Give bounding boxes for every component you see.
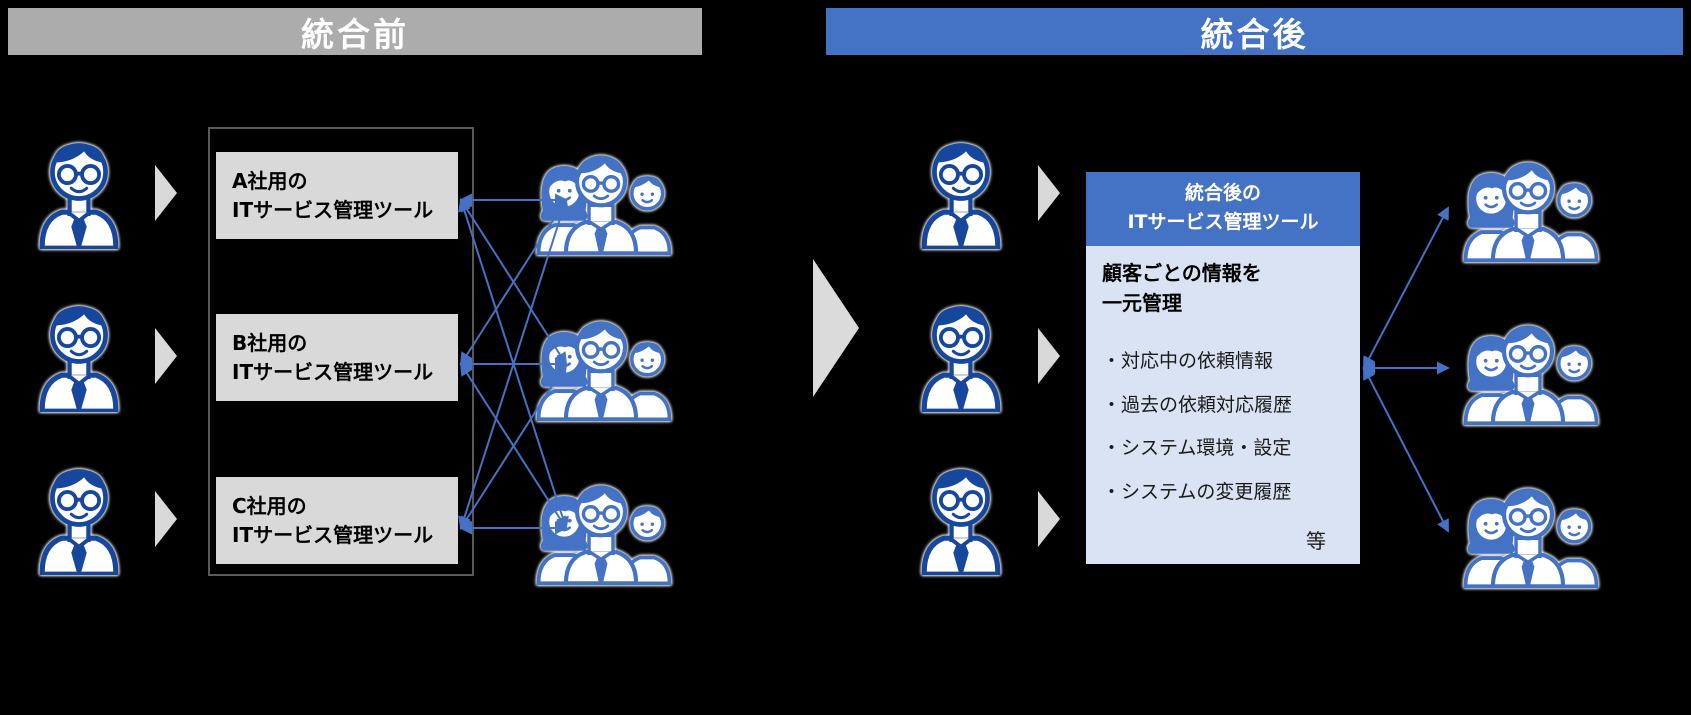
customer-group-icon [1455,312,1601,425]
customer-group-icon [528,308,674,421]
bullet-item: ・システム環境・設定 [1102,437,1292,460]
gray-right-triangle-arrow [1038,491,1060,547]
businessman-with-glasses-icon [36,299,122,412]
gray-right-triangle-arrow [155,491,177,547]
tool-box-company-b: B社用の ITサービス管理ツール [216,314,458,401]
customer-group-icon [1455,475,1601,588]
unified-tool-box-title: 統合後の ITサービス管理ツール [1086,172,1360,246]
unified-heading-line2: 一元管理 [1102,290,1182,315]
unified-heading-line1: 顧客ごとの情報を [1102,260,1262,285]
unified-bullet-list: ・対応中の依頼情報 ・過去の依頼対応履歴 ・システム環境・設定 ・システムの変更… [1102,350,1348,504]
tool-box-company-a: A社用の ITサービス管理ツール [216,152,458,239]
unified-heading: 顧客ごとの情報を 一元管理 [1102,258,1348,318]
bullet-item: ・対応中の依頼情報 [1102,349,1274,372]
customer-group-icon [528,142,674,255]
tool-box-label-line2: ITサービス管理ツール [232,197,434,222]
customer-group-icon [1455,149,1601,262]
etc-label: 等 [1306,529,1326,554]
tool-box-company-c: C社用の ITサービス管理ツール [216,477,458,564]
bullet-item: ・システムの変更履歴 [1102,481,1292,504]
unified-title-line2: ITサービス管理ツール [1127,211,1319,234]
unified-tool-box-body: 顧客ごとの情報を 一元管理 ・対応中の依頼情報 ・過去の依頼対応履歴 ・システム… [1086,245,1360,564]
after-integration-header: 統合後 [826,8,1683,55]
tool-box-label-line2: ITサービス管理ツール [232,359,434,384]
gray-right-triangle-arrow [155,165,177,221]
businessman-with-glasses-icon [918,462,1004,575]
tool-box-label-line1: B社用の [232,330,308,355]
gray-right-triangle-arrow [1038,328,1060,384]
tool-box-label-line2: ITサービス管理ツール [232,522,434,547]
businessman-with-glasses-icon [918,136,1004,249]
tool-box-label-line1: A社用の [232,168,308,193]
unified-tool-box: 統合後の ITサービス管理ツール 顧客ごとの情報を 一元管理 ・対応中の依頼情報… [1086,172,1360,564]
businessman-with-glasses-icon [918,299,1004,412]
tool-box-label-line1: C社用の [232,493,307,518]
bullet-item: ・過去の依頼対応履歴 [1102,393,1293,416]
businessman-with-glasses-icon [36,136,122,249]
transition-right-triangle-arrow [813,259,859,397]
fan-out-double-arrows [1362,206,1450,533]
gray-right-triangle-arrow [155,328,177,384]
unified-title-line1: 統合後の [1184,182,1261,204]
before-integration-header: 統合前 [8,8,702,55]
businessman-with-glasses-icon [36,462,122,575]
customer-group-icon [528,472,674,585]
gray-right-triangle-arrow [1038,165,1060,221]
